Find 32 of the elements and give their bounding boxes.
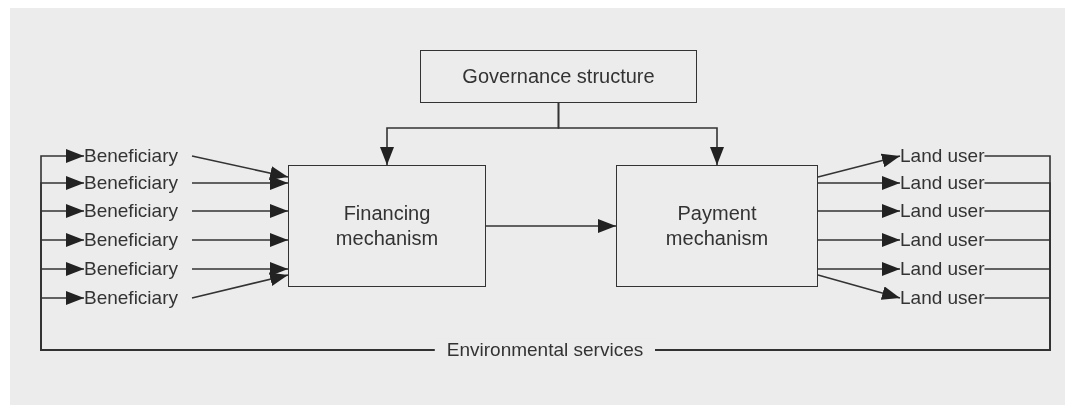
beneficiary-label: Beneficiary: [84, 257, 178, 281]
land-user-label: Land user: [900, 228, 985, 252]
process-box: [616, 165, 818, 287]
box-label: Financing mechanism: [334, 201, 440, 251]
land-user-label: Land user: [900, 144, 985, 168]
land-user-label: Land user: [900, 171, 985, 195]
arrow: [817, 153, 901, 178]
arrow: [191, 272, 289, 299]
arrow: [817, 233, 901, 247]
box-label: Payment mechanism: [664, 201, 770, 251]
beneficiary-label: Beneficiary: [84, 199, 178, 223]
arrow: [817, 274, 901, 300]
beneficiary-label: Beneficiary: [84, 144, 178, 168]
arrow: [557, 102, 724, 166]
beneficiary-label: Beneficiary: [84, 228, 178, 252]
process-box: [420, 50, 697, 103]
box-label: Governance structure: [462, 64, 655, 89]
arrow: [817, 204, 901, 218]
beneficiary-label: Beneficiary: [84, 286, 178, 310]
arrow: [485, 219, 617, 233]
beneficiary-label: Beneficiary: [84, 171, 178, 195]
arrow: [191, 204, 289, 218]
land-user-label: Land user: [900, 286, 985, 310]
arrow: [191, 233, 289, 247]
arrow: [817, 262, 901, 276]
arrow: [191, 262, 289, 276]
arrow: [191, 155, 289, 180]
arrow: [191, 176, 289, 190]
process-box: [288, 165, 486, 287]
arrow: [817, 176, 901, 190]
land-user-label: Land user: [900, 199, 985, 223]
land-user-label: Land user: [900, 257, 985, 281]
